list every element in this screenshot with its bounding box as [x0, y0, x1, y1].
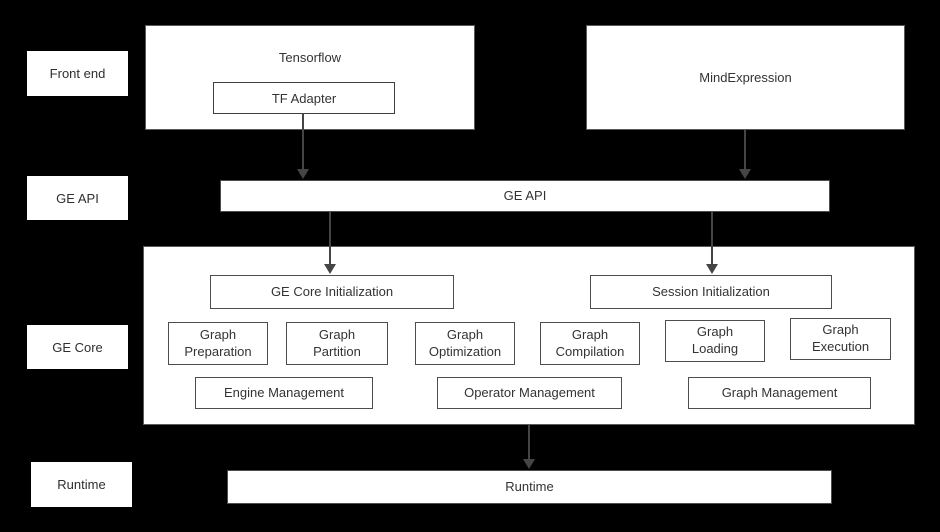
ge-api-bar: GE API — [220, 180, 830, 212]
arrow-shaft — [329, 212, 331, 264]
graph-compilation-label: Graph Compilation — [555, 326, 625, 359]
graph-management-box: Graph Management — [688, 377, 871, 409]
ge-core-initialization-label: GE Core Initialization — [270, 283, 394, 299]
graph-partition-label: Graph Partition — [313, 326, 361, 359]
mindexpression-box: MindExpression — [586, 25, 905, 130]
tensorflow-box: Tensorflow TF Adapter — [145, 25, 475, 130]
arrow-shaft — [302, 113, 304, 169]
graph-preparation-label: Graph Preparation — [184, 326, 252, 359]
arrow-ge-api-to-session-init — [706, 212, 718, 274]
module-box-graph-execution: Graph Execution — [790, 318, 891, 360]
arrow-head-icon — [324, 264, 336, 274]
side-label-runtime: Runtime — [31, 462, 132, 507]
module-box-graph-optimization: Graph Optimization — [415, 322, 515, 365]
module-box-graph-loading: Graph Loading — [665, 320, 765, 362]
graph-optimization-label: Graph Optimization — [428, 326, 502, 359]
arrow-head-icon — [739, 169, 751, 179]
arrow-shaft — [744, 130, 746, 169]
operator-management-label: Operator Management — [464, 384, 595, 400]
graph-loading-label: Graph Loading — [691, 324, 739, 356]
arrow-shaft — [711, 212, 713, 264]
session-initialization-label: Session Initialization — [652, 283, 770, 299]
side-label-ge-core: GE Core — [27, 325, 128, 369]
graph-execution-label: Graph Execution — [811, 322, 870, 354]
arrow-mindexpression-to-ge-api — [739, 130, 751, 179]
runtime-label: Runtime — [505, 478, 554, 494]
side-label-runtime-text: Runtime — [57, 477, 106, 492]
arrow-tf-adapter-to-ge-api — [297, 113, 309, 179]
arrow-ge-api-to-ge-core-init — [324, 212, 336, 274]
engine-management-label: Engine Management — [224, 384, 344, 400]
tf-adapter-box: TF Adapter — [213, 82, 395, 114]
session-initialization-box: Session Initialization — [590, 275, 832, 309]
tensorflow-label: Tensorflow — [278, 50, 342, 65]
tf-adapter-label: TF Adapter — [271, 90, 337, 106]
ge-api-label: GE API — [503, 187, 547, 203]
arrow-head-icon — [523, 459, 535, 469]
arrow-shaft — [528, 425, 530, 459]
arrow-head-icon — [706, 264, 718, 274]
module-box-graph-compilation: Graph Compilation — [540, 322, 640, 365]
side-label-ge-api-text: GE API — [56, 190, 99, 206]
side-label-front-end-text: Front end — [49, 66, 106, 81]
arrow-ge-core-to-runtime — [523, 425, 535, 469]
side-label-ge-core-text: GE Core — [52, 339, 103, 355]
side-label-ge-api: GE API — [27, 176, 128, 220]
side-label-front-end: Front end — [27, 51, 128, 96]
runtime-bar: Runtime — [227, 470, 832, 504]
engine-management-box: Engine Management — [195, 377, 373, 409]
graph-management-label: Graph Management — [721, 384, 838, 400]
module-box-graph-partition: Graph Partition — [286, 322, 388, 365]
arrow-head-icon — [297, 169, 309, 179]
module-box-graph-preparation: Graph Preparation — [168, 322, 268, 365]
operator-management-box: Operator Management — [437, 377, 622, 409]
mindexpression-label: MindExpression — [699, 70, 792, 85]
ge-core-initialization-box: GE Core Initialization — [210, 275, 454, 309]
